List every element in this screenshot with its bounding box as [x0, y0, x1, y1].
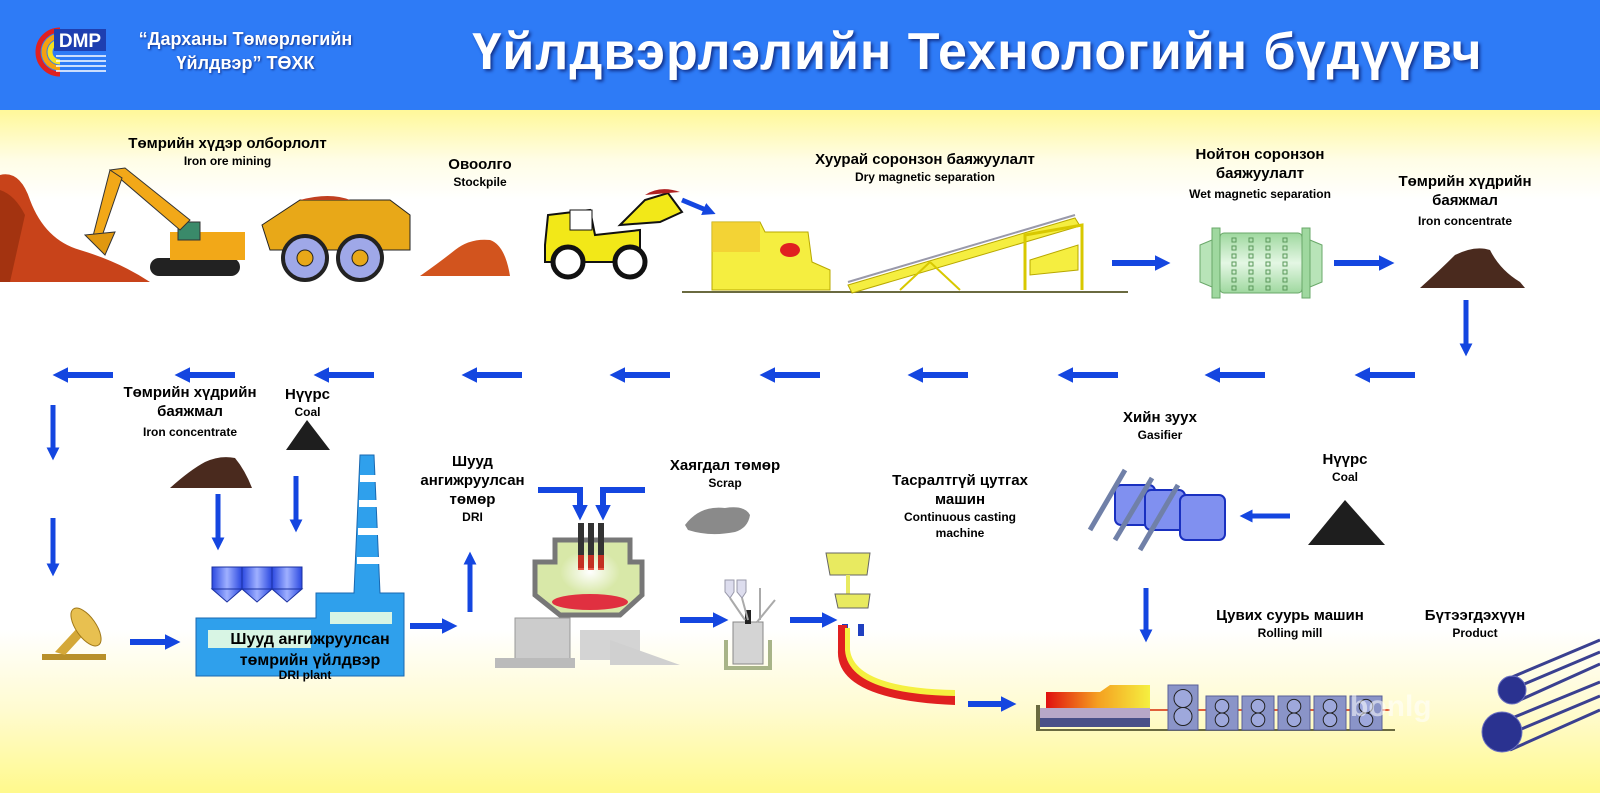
label-mn: баяжмал: [157, 403, 223, 420]
pelletizer-disc-icon: [42, 607, 106, 660]
page-title: Үйлдвэрлэлийн Технологийн бүдүүвч: [472, 23, 1483, 81]
dump-truck-icon: [261, 196, 411, 282]
label-en: DRI: [462, 510, 483, 524]
stage-gasifier: Хийн зуух Gasifier: [1110, 408, 1210, 443]
stage-coal-gasifier: Нүүрс Coal: [1305, 450, 1385, 485]
concentrate-pile-icon: [1420, 248, 1525, 288]
gasifier-icon: [1087, 468, 1226, 552]
label-mn: Төмрийн хүдрийн: [123, 384, 257, 401]
scrap-metal-icon: [685, 507, 750, 535]
label-mn: Тасралтгүй цутгах: [892, 472, 1028, 489]
label-mn: Шууд: [452, 453, 493, 470]
stage-scrap: Хаягдал төмөр Scrap: [645, 456, 805, 491]
label-mn: төмрийн үйлдвэр: [239, 652, 381, 669]
coal-pile-icon: [286, 420, 330, 450]
company-line-2: Үйлдвэр” ТӨХК: [176, 53, 315, 73]
label-mn: Бүтээгдэхүүн: [1424, 607, 1526, 624]
stage-coal-dri: Нүүрс Coal: [270, 385, 345, 420]
ladle-furnace-icon: [724, 579, 776, 670]
stockpile-icon: [420, 239, 510, 276]
label-mn: Нүүрс: [1322, 451, 1368, 468]
label-mn: Цувих суурь машин: [1216, 607, 1364, 624]
label-mn: Нүүрс: [284, 386, 331, 403]
continuous-caster-icon: [825, 552, 955, 705]
steel-bars-product-icon: [1481, 638, 1600, 753]
dri-plant-building-label: Шууд ангижруулсан төмрийн үйлдвэр: [206, 629, 414, 671]
stage-product: Бүтээгдэхүүн Product: [1405, 606, 1545, 641]
label-en: Iron ore mining: [183, 154, 272, 168]
stage-dri-plant: DRI plant: [250, 667, 360, 683]
label-mn: Төмрийн хүдэр олборлолт: [128, 135, 327, 152]
dmp-logo-icon: DMP: [35, 27, 106, 77]
label-en: Stockpile: [453, 175, 507, 189]
label-en: Iron concentrate: [1417, 214, 1513, 228]
label-en: Dry magnetic separation: [854, 170, 996, 184]
label-mn: Овоолго: [448, 156, 512, 173]
label-en: Product: [1452, 626, 1498, 640]
wheel-loader-icon: [544, 189, 684, 280]
label-en: Scrap: [708, 476, 742, 490]
label-en: Gasifier: [1137, 428, 1183, 442]
label-en: Coal: [1331, 470, 1358, 484]
label-mn: баяжуулалт: [1215, 165, 1305, 182]
label-en: Rolling mill: [1257, 626, 1323, 640]
excavator-icon: [83, 167, 245, 276]
label-mn: Хуурай соронзон баяжуулалт: [815, 151, 1035, 168]
stage-wet-magnetic-separation: Нойтон соронзон баяжуулалт Wet magnetic …: [1165, 145, 1355, 202]
coal-pile-icon: [1308, 500, 1385, 545]
reheating-furnace-icon: [1036, 685, 1150, 731]
stage-dri: Шууд ангижруулсан төмөр DRI: [420, 452, 525, 525]
label-mn: Шууд ангижруулсан: [230, 631, 390, 648]
stage-continuous-casting: Тасралтгүй цутгах машин Continuous casti…: [870, 471, 1050, 541]
header-banner: DMP “Дарханы Төмөрлөгийн Үйлдвэр” ТӨХК Ү…: [0, 0, 1600, 110]
flow-arrow: [595, 487, 645, 521]
label-en: Wet magnetic separation: [1189, 187, 1331, 201]
stage-dry-magnetic-separation: Хуурай соронзон баяжуулалт Dry magnetic …: [770, 150, 1080, 185]
dry-separator-icon: [682, 214, 1128, 294]
label-mn: төмөр: [449, 491, 496, 508]
company-line-1: “Дарханы Төмөрлөгийн: [138, 29, 353, 49]
concentrate-pile-icon: [170, 457, 252, 488]
label-en: machine: [935, 526, 985, 540]
stage-iron-ore-mining: Төмрийн хүдэр олборлолт Iron ore mining: [90, 134, 365, 169]
label-mn: Төмрийн хүдрийн: [1398, 173, 1532, 190]
label-mn: машин: [934, 491, 986, 508]
dri-plant-building-icon: [195, 454, 405, 677]
flow-arrow: [681, 197, 716, 215]
label-mn: Нойтон соронзон: [1195, 146, 1325, 163]
watermark: bonlg: [1350, 690, 1432, 723]
stage-stockpile: Овоолго Stockpile: [420, 155, 540, 190]
label-en: DRI plant: [278, 668, 332, 682]
label-en: Coal: [294, 405, 321, 419]
stage-iron-concentrate-dri: Төмрийн хүдрийн баяжмал Iron concentrate: [110, 383, 270, 440]
flow-arrow: [538, 487, 588, 521]
logo-text: DMP: [59, 31, 102, 52]
wet-separator-drum-icon: [1199, 227, 1323, 299]
company-name: “Дарханы Төмөрлөгийн Үйлдвэр” ТӨХК: [118, 27, 373, 75]
label-mn: Хийн зуух: [1123, 409, 1197, 426]
electric-arc-furnace-icon: [495, 523, 680, 668]
label-mn: Хаягдал төмөр: [669, 457, 781, 474]
stage-rolling-mill: Цувих суурь машин Rolling mill: [1195, 606, 1385, 641]
label-en: Iron concentrate: [142, 425, 238, 439]
label-mn: баяжмал: [1432, 192, 1498, 209]
ore-deposit-icon: [0, 174, 150, 282]
label-en: Continuous casting: [904, 510, 1016, 524]
stage-iron-concentrate: Төмрийн хүдрийн баяжмал Iron concentrate: [1385, 172, 1545, 229]
label-mn: ангижруулсан: [420, 472, 525, 489]
